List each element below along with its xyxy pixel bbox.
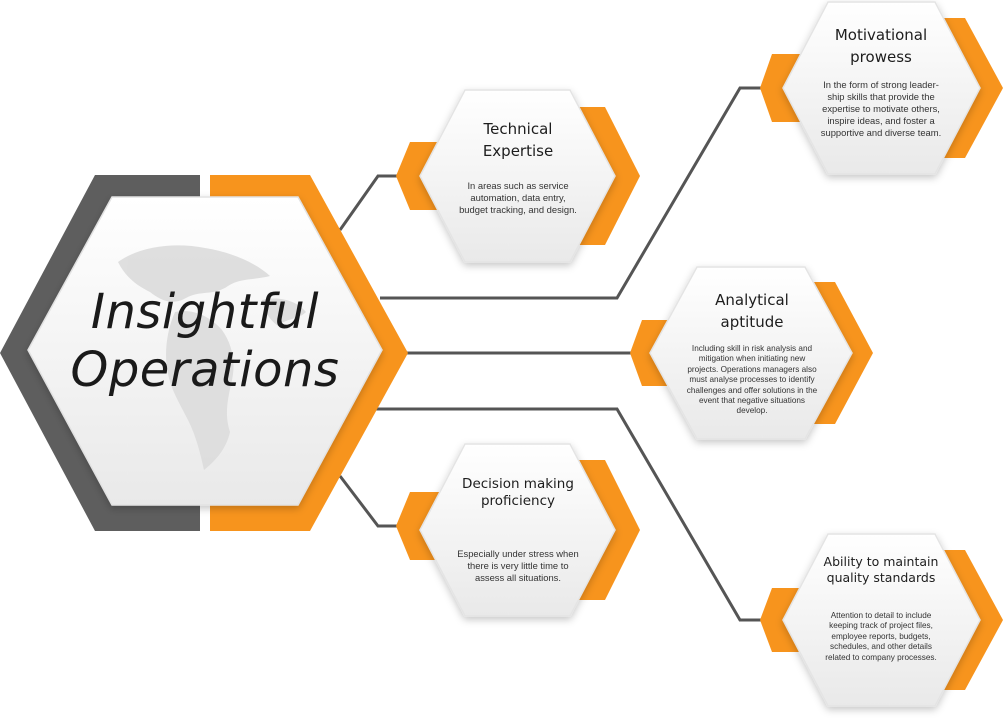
node-technical-title: Technical Expertise xyxy=(448,118,588,162)
node-analytical xyxy=(630,266,873,440)
node-analytical-desc-line: develop. xyxy=(736,406,768,416)
node-analytical-desc-line: mitigation when initiating new xyxy=(698,354,806,364)
main-title-line1: Insightful xyxy=(90,284,320,340)
node-decision-hex xyxy=(419,443,616,617)
node-quality-title-line1: Ability to maintain xyxy=(823,554,939,569)
node-motivational xyxy=(760,1,1003,175)
node-analytical-description: Including skill in risk analysis and mit… xyxy=(682,344,822,417)
node-quality-title: Ability to maintain quality standards xyxy=(811,554,951,586)
node-motivational-desc-line: inspire ideas, and foster a xyxy=(827,115,935,126)
node-motivational-desc-line: In the form of strong leader- xyxy=(823,79,939,90)
node-technical-description: In areas such as service automation, dat… xyxy=(448,180,588,216)
node-analytical-title-line2: aptitude xyxy=(720,313,784,331)
node-analytical-desc-line: event that negative situations xyxy=(698,396,806,406)
node-analytical-desc-line: projects. Operations managers also xyxy=(687,364,817,374)
connector-decision xyxy=(338,475,400,528)
node-quality-desc-line: Attention to detail to include xyxy=(830,611,932,620)
node-analytical-hex xyxy=(649,266,853,440)
node-technical-desc-line: In areas such as service xyxy=(467,180,569,191)
node-quality-hex xyxy=(782,533,981,707)
node-motivational-hex xyxy=(782,1,981,175)
node-motivational-desc-line: supportive and diverse team. xyxy=(820,127,942,138)
node-decision-title-line1: Decision making xyxy=(462,476,574,492)
node-quality-description: Attention to detail to include keeping t… xyxy=(811,611,951,663)
node-decision-desc-line: assess all situations. xyxy=(475,572,561,583)
node-decision-title: Decision making proficiency xyxy=(448,476,588,510)
node-decision-description: Especially under stress when there is ve… xyxy=(448,548,588,584)
node-motivational-description: In the form of strong leader- ship skill… xyxy=(811,79,951,139)
node-technical xyxy=(396,89,640,263)
node-decision-desc-line: there is very little time to xyxy=(467,560,569,571)
node-quality-title-line2: quality standards xyxy=(826,570,936,585)
node-motivational-text: Motivational prowess In the form of stro… xyxy=(811,24,951,139)
node-decision-desc-line: Especially under stress when xyxy=(457,548,579,559)
node-analytical-desc-line: must analyse processes to identify xyxy=(689,375,815,385)
node-quality-desc-line: keeping track of project files, xyxy=(829,621,933,631)
node-quality-desc-line: employee reports, budgets, xyxy=(831,631,931,641)
node-technical-desc-line: budget tracking, and design. xyxy=(459,204,577,215)
node-motivational-desc-line: expertise to motivate others, xyxy=(822,103,940,114)
node-analytical-desc-line: challenges and offer solutions in the xyxy=(686,385,818,395)
node-decision xyxy=(396,443,640,617)
node-motivational-title-line2: prowess xyxy=(850,48,912,66)
node-quality-desc-line: related to company processes. xyxy=(825,652,937,662)
node-analytical-desc-line: Including skill in risk analysis and xyxy=(691,344,813,353)
node-quality-desc-line: schedules, and other details xyxy=(830,642,932,652)
node-analytical-title-line1: Analytical xyxy=(715,291,789,309)
central-hexagon xyxy=(0,175,408,531)
main-title: Insightful Operations xyxy=(30,283,380,399)
main-title-line2: Operations xyxy=(70,342,340,398)
node-decision-title-line2: proficiency xyxy=(480,493,556,509)
globe-map-icon xyxy=(118,245,306,470)
node-quality-text: Ability to maintain quality standards At… xyxy=(811,554,951,663)
connector-motivational xyxy=(380,86,765,300)
node-analytical-text: Analytical aptitude Including skill in r… xyxy=(682,289,822,417)
node-analytical-title: Analytical aptitude xyxy=(682,289,822,333)
node-motivational-desc-line: ship skills that provide the xyxy=(827,91,935,102)
node-quality xyxy=(760,533,1003,707)
node-motivational-title: Motivational prowess xyxy=(811,24,951,68)
node-motivational-title-line1: Motivational xyxy=(834,26,928,44)
node-technical-title-line2: Expertise xyxy=(482,142,554,160)
node-technical-desc-line: automation, data entry, xyxy=(470,192,566,203)
node-technical-text: Technical Expertise In areas such as ser… xyxy=(448,118,588,216)
node-decision-text: Decision making proficiency Especially u… xyxy=(448,476,588,584)
connector-lines xyxy=(338,86,765,622)
connector-quality xyxy=(375,407,765,622)
node-technical-hex xyxy=(419,89,616,263)
connector-technical xyxy=(338,174,400,231)
node-technical-title-line1: Technical xyxy=(483,120,553,138)
